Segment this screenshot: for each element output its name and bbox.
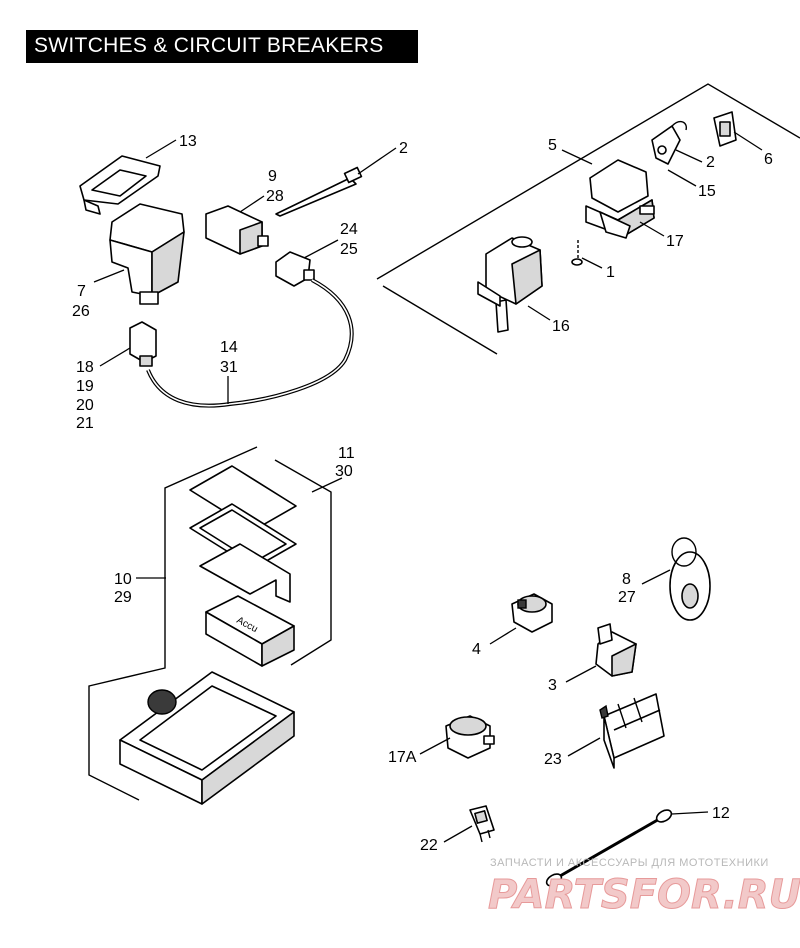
label-24: 24: [340, 221, 358, 238]
part-23-relay-bracket: [599, 693, 665, 769]
label-22: 22: [420, 837, 438, 854]
label-15: 15: [698, 183, 716, 200]
part-12-cable: [545, 809, 673, 887]
part-10-fuse-box: [119, 671, 295, 805]
label-28: 28: [266, 188, 284, 205]
watermark-subtitle: ЗАПЧАСТИ И АКСЕССУАРЫ ДЛЯ МОТОТЕХНИКИ: [490, 857, 769, 869]
label-26: 26: [72, 303, 90, 320]
part-11-insulator: [199, 543, 291, 603]
part-2-cable-tie: [275, 166, 363, 217]
label-8: 8: [622, 571, 631, 588]
label-10: 10: [114, 571, 132, 588]
label-7: 7: [77, 283, 86, 300]
part-6-plate: [713, 111, 737, 147]
label-21: 21: [76, 415, 94, 432]
label-17: 17: [666, 233, 684, 250]
label-17a: 17A: [388, 749, 417, 766]
part-7-switch-housing: [109, 203, 185, 305]
label-23: 23: [544, 751, 562, 768]
part-16-coil-housing: [477, 236, 543, 333]
label-13: 13: [179, 133, 197, 150]
label-18: 18: [76, 359, 94, 376]
label-6: 6: [764, 151, 773, 168]
watermark: ЗАПЧАСТИ И АКСЕССУАРЫ ДЛЯ МОТОТЕХНИКИ PA…: [488, 857, 800, 919]
label-5: 5: [548, 137, 557, 154]
part-9-connector: [205, 205, 269, 255]
group-frame-5: [376, 83, 800, 355]
part-13-bracket: [79, 155, 161, 215]
label-1: 1: [606, 264, 615, 281]
label-16: 16: [552, 318, 570, 335]
part-17a-switch: [445, 715, 495, 759]
label-2b: 2: [706, 154, 715, 171]
label-20: 20: [76, 397, 94, 414]
part-4-switch: [511, 593, 553, 633]
part-15-key-tag: [651, 120, 687, 165]
label-3: 3: [548, 677, 557, 694]
title-bar: SWITCHES & CIRCUIT BREAKERS: [26, 30, 418, 63]
label-12: 12: [712, 805, 730, 822]
watermark-brand: PARTSFOR.RU: [488, 872, 800, 918]
part-5-ignition-switch: [585, 159, 655, 239]
page-title: SWITCHES & CIRCUIT BREAKERS: [34, 34, 384, 57]
label-11: 11: [338, 445, 355, 462]
part-10-circuit-breaker: Accu: [205, 595, 295, 667]
part-22-fuse: [469, 805, 495, 843]
part-8-boot: [669, 537, 711, 621]
leader-lines: [93, 131, 763, 843]
part-labels: 13 2 9 28 24 25 7 26 18 19 20 21 14 31 5…: [72, 133, 773, 854]
part-14-wiring-harness: [146, 278, 354, 408]
label-4: 4: [472, 641, 481, 658]
group-frame-10: [88, 446, 332, 801]
label-27: 27: [618, 589, 636, 606]
label-30: 30: [335, 463, 353, 480]
part-18-connector: [129, 321, 157, 367]
part-24-connector: [275, 251, 315, 287]
label-2: 2: [399, 140, 408, 157]
label-19: 19: [76, 378, 94, 395]
part-3-relay: [595, 623, 637, 677]
label-29: 29: [114, 589, 132, 606]
label-31: 31: [220, 359, 238, 376]
label-9: 9: [268, 168, 277, 185]
label-14: 14: [220, 339, 238, 356]
label-25: 25: [340, 241, 358, 258]
part-1-screw: [571, 240, 583, 266]
